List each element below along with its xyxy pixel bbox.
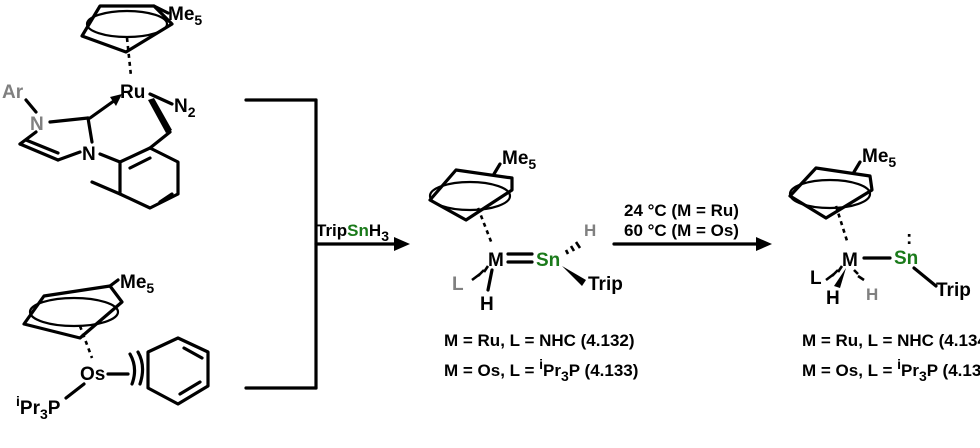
condition-line-2: 60 °C (M = Os) (624, 221, 739, 240)
trip-label-product: Trip (936, 280, 971, 301)
reaction-arrow-1: TripSnH3 (314, 221, 410, 251)
merge-bracket (244, 98, 318, 390)
l-label-product: L (810, 268, 822, 289)
me5-label-intermediate: Me5 (502, 148, 536, 172)
ru-label: Ru (120, 82, 145, 103)
me5-label-product: Me5 (862, 146, 896, 170)
pipr3-label: iPr3P (16, 393, 61, 422)
reactant-osmium-complex: Me5 Os iPr3P (16, 272, 210, 422)
cp-aromatic-circle-os (28, 296, 120, 328)
reactant-ruthenium-complex: Me5 Ru N2 Ar N N (2, 4, 202, 210)
product-stannylene: Me5 M Sn : Trip L H H (788, 146, 971, 309)
cp-ring-intermediate (428, 168, 514, 222)
reaction-arrow-2: 24 °C (M = Ru) 60 °C (M = Os) (612, 201, 772, 251)
nhc-n-gray-label: N (30, 114, 44, 135)
l-label-intermediate: L (452, 274, 464, 295)
sn-h-label-intermediate: H (584, 221, 596, 240)
n2-label: N2 (174, 96, 196, 120)
lone-pair-label: : (906, 228, 912, 249)
cp-aromatic-circle-intermediate (428, 180, 512, 212)
product-caption-1: M = Ru, L = NHC (4.134) (802, 331, 980, 350)
m-label-product: M (842, 250, 858, 271)
trip-label-intermediate: Trip (588, 274, 623, 295)
arene-ring-os (146, 336, 210, 406)
reagent-label: TripSnH3 (316, 221, 389, 244)
m-h-label-intermediate: H (480, 294, 494, 315)
sn-label-intermediate: Sn (536, 250, 560, 271)
cp-ring-os (22, 284, 124, 340)
os-label: Os (80, 364, 105, 385)
m-h-label-product: H (826, 288, 840, 309)
cp-aromatic-circle-ru (85, 9, 169, 39)
intermediate-caption-2: M = Os, L = iPr3P (4.133) (444, 356, 638, 384)
product-caption-2: M = Os, L = iPr3P (4.135) (802, 356, 980, 384)
cp-aromatic-circle-product (788, 178, 872, 210)
m-h-gray-label-product: H (866, 285, 878, 304)
intermediate-caption-1: M = Ru, L = NHC (4.132) (444, 331, 635, 350)
condition-line-1: 24 °C (M = Ru) (624, 201, 739, 220)
nhc-n-label: N (82, 144, 96, 165)
me5-label-ru: Me5 (168, 4, 202, 28)
m-label-intermediate: M (488, 250, 504, 271)
me5-label-os: Me5 (120, 272, 154, 296)
cp-ring-ru (80, 4, 174, 54)
sn-label-product: Sn (894, 248, 918, 269)
cp-ring-product (788, 166, 874, 220)
ar-label: Ar (2, 82, 24, 103)
intermediate-stannylidene: Me5 M Sn H Trip L H (428, 148, 623, 315)
